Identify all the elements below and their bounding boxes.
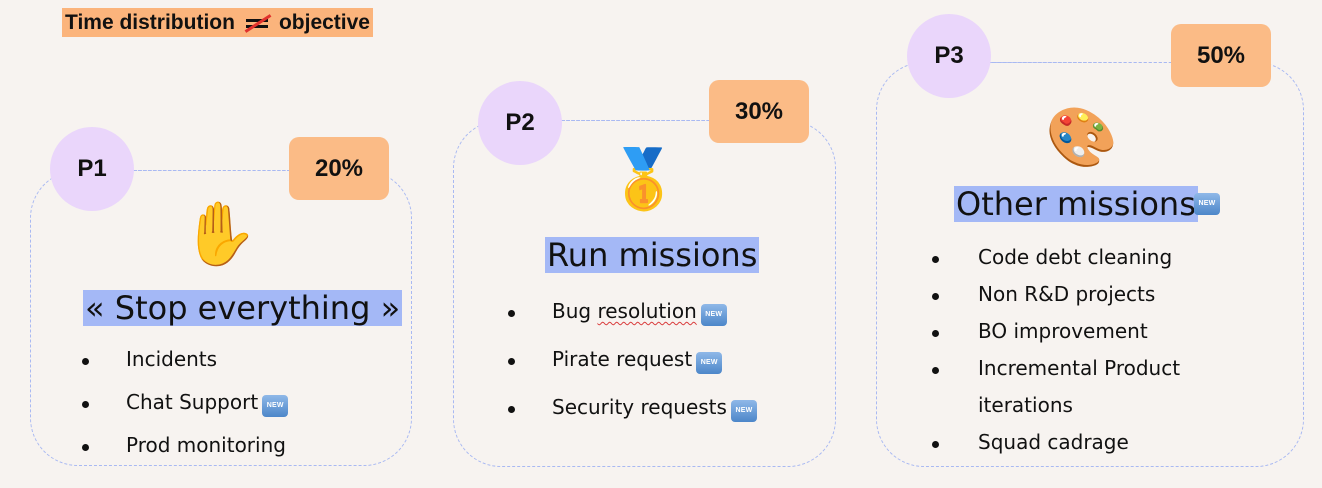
bullet-icon <box>82 358 89 365</box>
bullet-icon <box>508 406 515 413</box>
percent-box-p3: 50% <box>1171 24 1271 87</box>
bullet-icon <box>932 330 939 337</box>
new-badge-icon: NEW <box>696 352 723 374</box>
new-badge-icon: NEW <box>262 395 289 417</box>
bullet-icon <box>508 310 515 317</box>
list-item-text: iterations <box>978 393 1073 417</box>
percent-box-p2: 30% <box>709 80 809 143</box>
list-item-text: Incidents <box>126 347 218 371</box>
list-item-text: Incremental Product <box>978 356 1181 380</box>
spellcheck-underline-word: resolution <box>597 299 697 323</box>
list-item: Prod monitoring <box>82 433 288 476</box>
p2-heading: Run missions <box>545 236 760 274</box>
list-item: Non R&D projects <box>932 282 1180 319</box>
new-badge-icon: NEW <box>700 304 727 326</box>
title-left-text: Time distribution <box>65 10 235 34</box>
priority-badge-p2: P2 <box>478 81 562 165</box>
bullet-icon <box>932 367 939 374</box>
list-item: Squad cadrage <box>932 430 1180 467</box>
p1-connector-line <box>134 170 290 171</box>
list-item-text: Bug resolution <box>552 299 697 323</box>
list-item: BO improvement <box>932 319 1180 356</box>
bullet-icon <box>82 401 89 408</box>
not-equal-icon <box>243 13 273 33</box>
bullet-icon <box>82 444 89 451</box>
artist-palette-icon: 🎨 <box>1045 103 1119 171</box>
list-item-text: Code debt cleaning <box>978 245 1173 269</box>
slide-title: Time distribution objective <box>62 8 373 37</box>
bullet-icon <box>508 358 515 365</box>
list-item-text: Security requests <box>552 395 727 419</box>
p3-item-list: Code debt cleaning Non R&D projects BO i… <box>932 245 1180 467</box>
new-badge-icon: NEW <box>730 400 757 422</box>
new-badge-icon: NEW <box>1194 193 1220 215</box>
p1-heading: « Stop everything » <box>83 289 403 327</box>
list-item-text: Chat Support <box>126 390 259 414</box>
list-item: Incidents <box>82 347 288 390</box>
bullet-icon <box>932 293 939 300</box>
list-item: iterations <box>932 393 1180 430</box>
percent-box-p1: 20% <box>289 137 389 200</box>
title-right-text: objective <box>278 10 370 34</box>
list-item-text: Squad cadrage <box>978 430 1129 454</box>
list-item-text: BO improvement <box>978 319 1148 343</box>
bullet-icon <box>932 441 939 448</box>
priority-badge-p1: P1 <box>50 127 134 211</box>
list-item-text: Non R&D projects <box>978 282 1156 306</box>
gold-medal-icon: 🥇 <box>607 145 681 213</box>
list-item-text: Pirate request <box>552 347 693 371</box>
p3-connector-line <box>992 62 1172 63</box>
list-item: Incremental Product <box>932 356 1180 393</box>
list-item-text: Prod monitoring <box>126 433 286 457</box>
p3-heading: Other missions <box>954 185 1198 223</box>
p2-connector-line <box>562 120 710 121</box>
bullet-icon <box>932 256 939 263</box>
list-item: Code debt cleaning <box>932 245 1180 282</box>
raised-hand-icon: ✋ <box>181 197 259 270</box>
priority-badge-p3: P3 <box>907 14 991 98</box>
